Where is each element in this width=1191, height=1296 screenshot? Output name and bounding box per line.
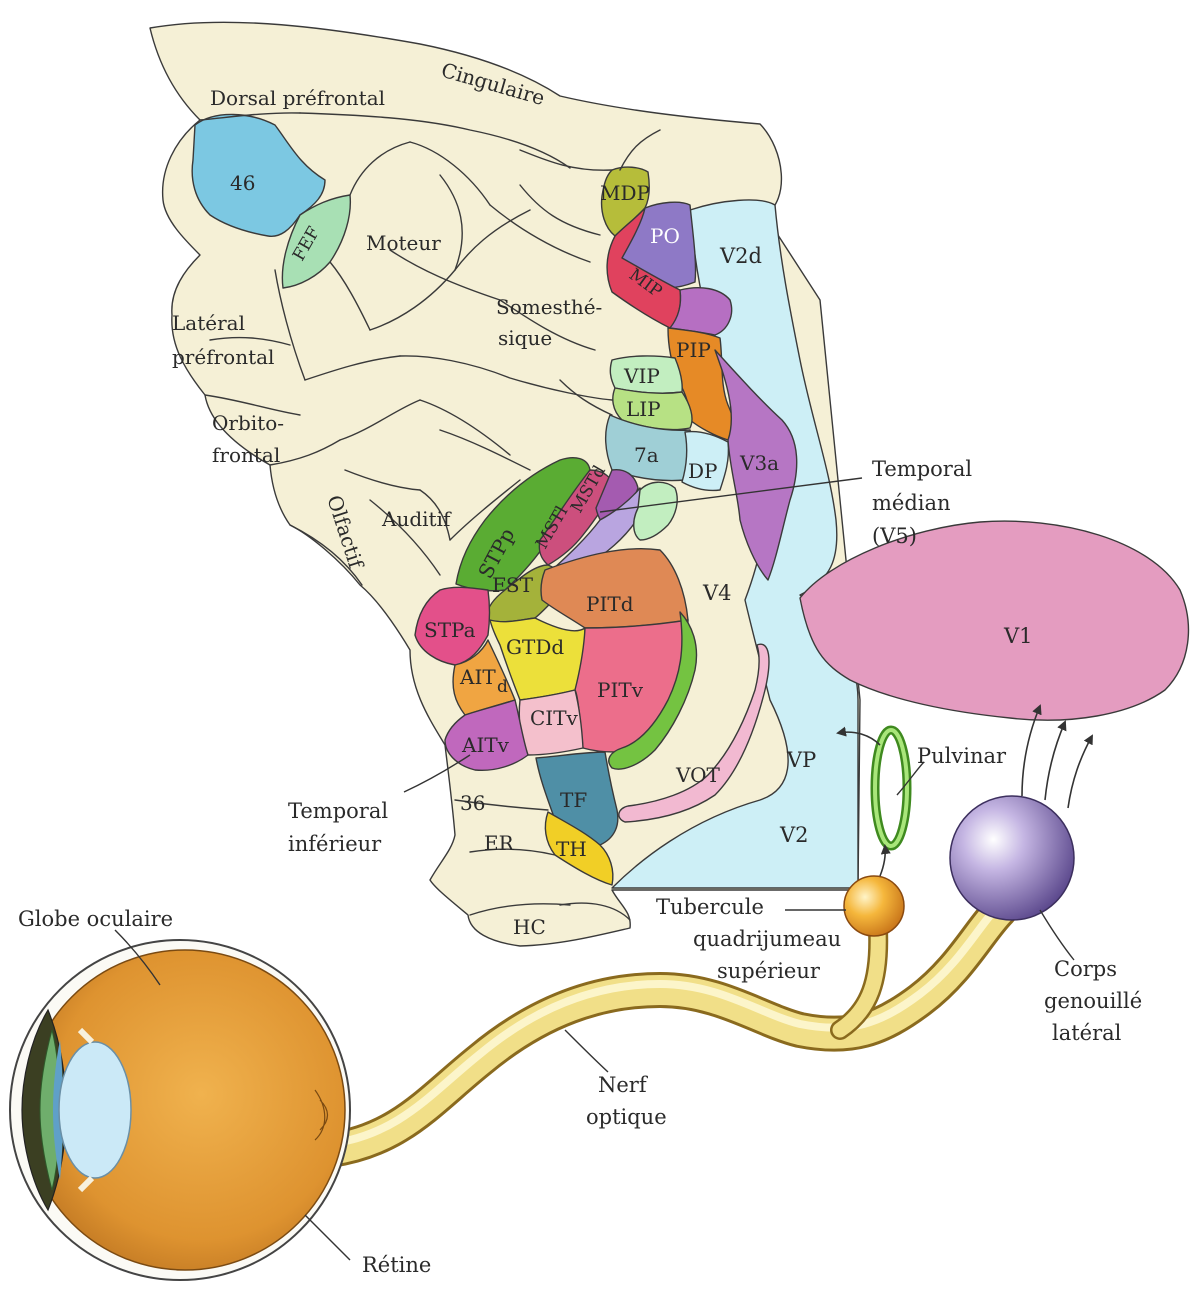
- label-v3a: V3a: [739, 451, 779, 475]
- label-gtdd: GTDd: [506, 635, 564, 659]
- label-mdp: MDP: [600, 181, 650, 205]
- label-v1: V1: [1003, 624, 1033, 648]
- leader-nerf: [565, 1030, 608, 1072]
- label-frontal: frontal: [212, 443, 280, 467]
- label-pitv: PITv: [597, 678, 644, 702]
- callout-retine: Rétine: [362, 1253, 431, 1277]
- label-fst: FST: [492, 573, 534, 597]
- label-lateral: Latéral: [172, 311, 245, 335]
- callout-tubercule-3: supérieur: [717, 959, 821, 983]
- label-stpa: STPa: [424, 618, 476, 642]
- label-th: TH: [556, 837, 587, 861]
- label-36: 36: [460, 791, 485, 815]
- callout-corps-2: genouillé: [1044, 989, 1142, 1013]
- callout-temporal-median-2: médian: [872, 491, 951, 515]
- label-lip: LIP: [626, 397, 661, 421]
- label-somesthe: Somesthé-: [496, 295, 602, 319]
- callout-corps-3: latéral: [1052, 1021, 1122, 1045]
- callout-temporal-inferieur-1: Temporal: [288, 799, 388, 823]
- label-v4: V4: [702, 581, 732, 605]
- label-ait-d-sub: d: [497, 677, 508, 697]
- arrow-colliculus-to-pulvinar: [880, 846, 885, 876]
- arrow-lgn-to-v1-c: [1068, 736, 1092, 808]
- label-vp: VP: [786, 748, 816, 772]
- label-dp: DP: [688, 459, 718, 483]
- label-moteur: Moteur: [366, 231, 441, 255]
- label-vot: VOT: [675, 763, 720, 787]
- eyeball: [10, 940, 350, 1280]
- label-sique: sique: [498, 326, 552, 350]
- label-hc: HC: [513, 915, 546, 939]
- eye-lens: [59, 1042, 131, 1178]
- label-ait-d: AIT: [459, 665, 496, 689]
- callout-temporal-median-3: (V5): [872, 524, 917, 548]
- label-er: ER: [484, 831, 515, 855]
- callout-temporal-inferieur-2: inférieur: [288, 832, 382, 856]
- leader-retine: [305, 1215, 350, 1260]
- label-pitd: PITd: [586, 592, 634, 616]
- label-dorsal-prefrontal: Dorsal préfrontal: [210, 86, 385, 110]
- superior-colliculus-sphere: [844, 876, 904, 936]
- label-tf: TF: [560, 788, 587, 812]
- label-vip: VIP: [623, 364, 660, 388]
- label-7a: 7a: [634, 443, 659, 467]
- label-aitv: AITv: [461, 733, 510, 757]
- label-46: 46: [230, 171, 255, 195]
- label-prefrontal: préfrontal: [172, 345, 274, 369]
- callout-tubercule-1: Tubercule: [656, 895, 764, 919]
- callout-nerf-1: Nerf: [598, 1073, 649, 1097]
- callout-corps-1: Corps: [1054, 957, 1117, 981]
- label-auditif: Auditif: [381, 507, 452, 531]
- callout-temporal-median-1: Temporal: [872, 457, 972, 481]
- label-po: PO: [650, 224, 680, 248]
- label-citv: CITv: [530, 706, 579, 730]
- callout-nerf-2: optique: [586, 1105, 667, 1129]
- label-v2: V2: [779, 823, 809, 847]
- arrow-lgn-to-v1-b: [1045, 722, 1065, 800]
- lateral-geniculate-sphere: [950, 796, 1074, 920]
- label-v2d: V2d: [719, 244, 762, 268]
- callout-pulvinar: Pulvinar: [917, 744, 1007, 768]
- leader-corps: [1040, 910, 1074, 960]
- label-pip: PIP: [676, 338, 711, 362]
- callout-tubercule-2: quadrijumeau: [693, 927, 841, 951]
- callout-globe: Globe oculaire: [18, 907, 173, 931]
- label-orbito: Orbito-: [212, 411, 284, 435]
